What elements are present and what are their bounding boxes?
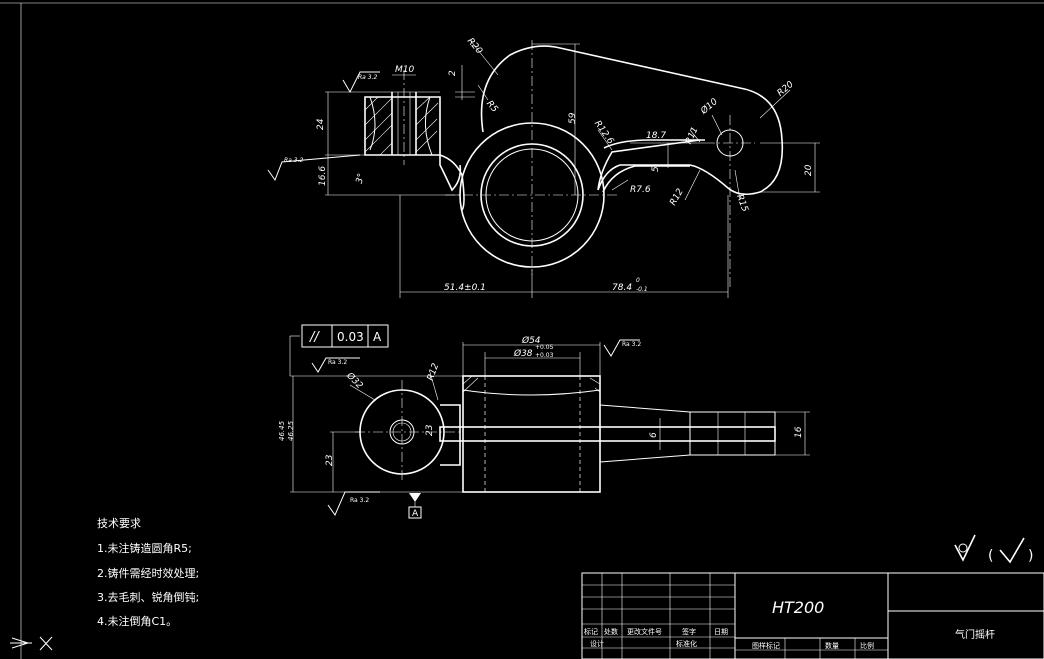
tech-requirement-2: 2.铸件需经时效处理; — [97, 566, 199, 580]
datum-label: A — [412, 509, 419, 519]
roughness-label-left: Ra 3.2 — [284, 157, 303, 164]
tb-header-mark: 标记 — [584, 627, 598, 636]
roughness-label-upper: Ra 3.2 — [358, 74, 377, 81]
dim-18-7: 18.7 — [646, 131, 666, 141]
dim-59: 59 — [568, 112, 578, 124]
dim-46-45: 46.45 — [278, 420, 286, 441]
tolerance-datum: A — [373, 330, 382, 344]
dim-20: 20 — [804, 164, 814, 176]
check-icon — [999, 537, 1025, 564]
roughness-label-front-upper-left: Ra 3.2 — [328, 359, 347, 366]
dim-46-25: 46.25 — [287, 420, 295, 441]
dim-24: 24 — [316, 118, 326, 130]
roughness-symbol-icon — [954, 534, 976, 562]
datum-triangle-icon — [409, 493, 421, 502]
title-block: 标记 处数 更改文件号 签字 日期 设计 标准化 HT200 图样标记 数量 比… — [581, 572, 1044, 659]
tb-row-standard: 标准化 — [676, 639, 697, 648]
front-view — [289, 335, 810, 519]
dim-3deg: 3° — [355, 172, 367, 184]
dim-23-left: 23 — [325, 454, 335, 466]
roughness-paren-open: ( — [988, 548, 993, 564]
dim-phi54: Ø54 — [521, 335, 541, 346]
dim-16: 16 — [794, 426, 804, 438]
top-view — [267, 39, 820, 298]
general-roughness-note: ( ) — [954, 534, 1033, 564]
dim-phi38-tol-upper: +0.05 — [535, 344, 554, 351]
tolerance-frame: // 0.03 A — [301, 324, 389, 348]
roughness-label-front-upper-right: Ra 3.2 — [622, 341, 641, 348]
dim-78-4: 78.4 — [612, 283, 632, 293]
dim-r20-right: R20 — [776, 79, 796, 98]
dim-78-4-tol-upper: 0 — [636, 277, 640, 284]
dim-r7-6: R7.6 — [630, 185, 651, 195]
top-view-dimensions: R20 M10 2 R5 59 R12.6 18.7 R11 Ø10 R20 2… — [284, 36, 814, 293]
tolerance-symbol: // — [309, 330, 320, 345]
dim-r12-6: R12.6 — [592, 119, 615, 146]
tech-requirements-title: 技术要求 — [97, 517, 141, 530]
tb-header-doc: 更改文件号 — [627, 627, 662, 636]
tb-header-date: 日期 — [714, 628, 728, 636]
dim-6: 6 — [649, 432, 659, 438]
dim-m10: M10 — [395, 65, 414, 75]
tb-weight-label: 数量 — [825, 641, 839, 650]
dim-r5: R5 — [484, 99, 500, 115]
tb-row-design: 设计 — [590, 639, 604, 648]
dim-phi10: Ø10 — [698, 96, 720, 117]
dim-51-4: 51.4±0.1 — [444, 283, 486, 293]
tech-requirements: 技术要求 1.未注铸造圆角R5; 2.铸件需经时效处理; 3.去毛刺、锐角倒钝;… — [97, 517, 199, 628]
tb-stage-label: 图样标记 — [752, 641, 780, 650]
tb-header-count: 处数 — [604, 627, 618, 636]
dim-r12: R12 — [668, 187, 686, 208]
tb-material: HT200 — [772, 598, 824, 617]
dim-phi38: Ø38 — [513, 348, 533, 359]
dim-phi38-tol-lower: +0.03 — [535, 352, 554, 359]
roughness-paren-close: ) — [1028, 548, 1033, 564]
dim-r12-front: R12 — [426, 362, 442, 382]
dim-16-6: 16.6 — [318, 166, 328, 186]
tb-scale-label: 比例 — [860, 641, 874, 650]
dim-r15: R15 — [734, 193, 750, 213]
dim-2: 2 — [448, 70, 458, 76]
dim-78-4-tol-lower: -0.1 — [636, 286, 648, 293]
roughness-label-front-bottom: Ra 3.2 — [350, 497, 369, 504]
dim-5: 5 — [651, 166, 661, 172]
tb-part-name: 气门摇杆 — [955, 628, 995, 641]
dim-23-center: 23 — [425, 424, 435, 436]
ucs-icon — [10, 636, 53, 651]
tech-requirement-1: 1.未注铸造圆角R5; — [97, 541, 192, 555]
tolerance-value: 0.03 — [337, 330, 364, 344]
tech-requirement-3: 3.去毛刺、锐角倒钝; — [97, 590, 199, 604]
dim-phi32: Ø32 — [344, 370, 366, 392]
tb-header-sign: 签字 — [682, 627, 696, 636]
tech-requirement-4: 4.未注倒角C1。 — [97, 614, 177, 628]
